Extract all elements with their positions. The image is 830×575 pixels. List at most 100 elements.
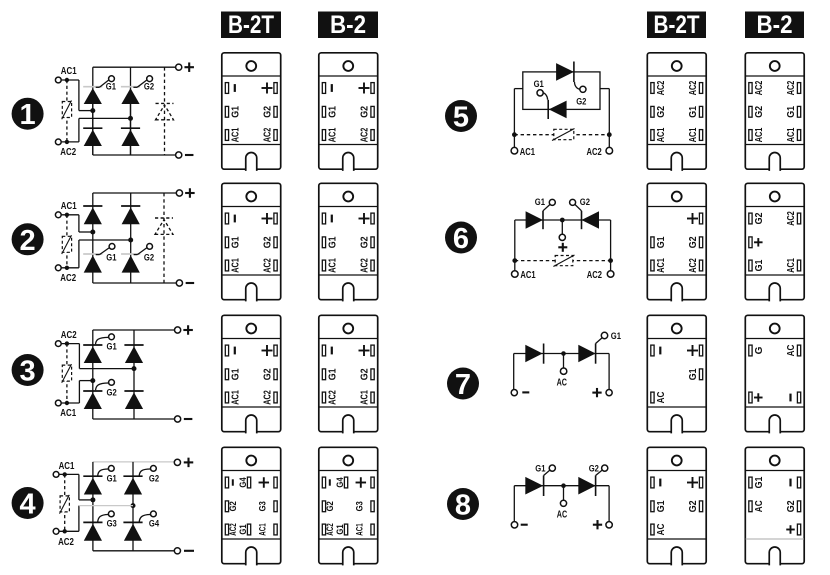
svg-text:4: 4	[20, 489, 36, 521]
svg-text:G2: G2	[688, 236, 699, 248]
svg-text:AC1: AC1	[656, 127, 667, 142]
svg-text:AC1: AC1	[520, 147, 536, 158]
svg-text:G2: G2	[589, 463, 599, 474]
svg-text:AC1: AC1	[355, 523, 365, 535]
svg-text:AC: AC	[557, 377, 567, 388]
svg-text:AC2: AC2	[263, 127, 274, 142]
svg-text:AC: AC	[656, 392, 667, 404]
svg-text:G3: G3	[107, 519, 117, 530]
svg-text:G1: G1	[534, 79, 545, 90]
svg-text:AC2: AC2	[263, 258, 274, 273]
svg-text:AC: AC	[656, 524, 667, 536]
svg-text:2: 2	[20, 225, 36, 257]
svg-text:AC1: AC1	[327, 258, 338, 273]
svg-text:AC1: AC1	[360, 390, 371, 405]
svg-text:G2: G2	[228, 501, 238, 511]
svg-text:AC2: AC2	[786, 211, 797, 226]
svg-text:AC1: AC1	[786, 127, 797, 142]
svg-text:6: 6	[453, 223, 469, 255]
svg-text:AC1: AC1	[61, 66, 77, 77]
svg-text:G1: G1	[611, 331, 622, 342]
svg-text:G2: G2	[144, 82, 154, 93]
svg-text:G2: G2	[325, 501, 335, 511]
svg-text:AC1: AC1	[230, 258, 241, 273]
svg-text:G1: G1	[327, 106, 338, 118]
svg-text:G2: G2	[786, 500, 797, 512]
svg-text:AC2: AC2	[786, 80, 797, 95]
svg-text:G1: G1	[688, 106, 699, 118]
svg-text:G2: G2	[360, 106, 371, 118]
svg-text:AC1: AC1	[754, 127, 765, 142]
svg-text:G4: G4	[149, 519, 160, 530]
svg-text:AC1: AC1	[59, 461, 75, 472]
svg-text:AC2: AC2	[60, 147, 76, 158]
svg-text:G4: G4	[335, 477, 345, 487]
svg-text:AC: AC	[786, 345, 797, 357]
svg-text:G2: G2	[107, 387, 117, 398]
svg-text:G3: G3	[355, 501, 365, 511]
svg-text:AC1: AC1	[688, 127, 699, 142]
svg-text:AC2: AC2	[58, 537, 74, 548]
svg-text:AC1: AC1	[258, 523, 268, 535]
svg-text:AC2: AC2	[327, 390, 338, 405]
svg-text:AC: AC	[557, 510, 567, 521]
svg-text:G4: G4	[238, 477, 248, 487]
svg-text:AC2: AC2	[360, 127, 371, 142]
svg-text:G2: G2	[144, 252, 154, 263]
svg-text:AC2: AC2	[587, 270, 603, 281]
svg-text:AC2: AC2	[228, 523, 238, 535]
svg-text:G1: G1	[107, 473, 118, 484]
svg-text:7: 7	[455, 369, 471, 401]
svg-text:AC2: AC2	[60, 273, 76, 284]
svg-text:G1: G1	[535, 463, 546, 474]
svg-text:G1: G1	[335, 524, 345, 534]
svg-text:G2: G2	[360, 368, 371, 380]
svg-text:AC2: AC2	[587, 147, 603, 158]
svg-text:G2: G2	[263, 106, 274, 118]
svg-text:G2: G2	[263, 236, 274, 248]
svg-text:G2: G2	[576, 97, 586, 108]
svg-text:AC1: AC1	[656, 258, 667, 273]
svg-text:G: G	[754, 346, 765, 354]
svg-text:AC2: AC2	[360, 258, 371, 273]
svg-text:G1: G1	[656, 236, 667, 248]
svg-text:AC2: AC2	[688, 258, 699, 273]
svg-text:1: 1	[20, 99, 36, 131]
svg-text:G1: G1	[230, 236, 241, 248]
svg-text:B-2: B-2	[330, 11, 366, 39]
svg-text:G1: G1	[754, 259, 765, 271]
svg-text:AC1: AC1	[786, 258, 797, 273]
svg-text:G2: G2	[580, 197, 590, 208]
svg-text:AC: AC	[754, 500, 765, 512]
svg-text:G2: G2	[263, 368, 274, 380]
svg-text:AC2: AC2	[325, 523, 335, 535]
svg-text:G2: G2	[754, 212, 765, 224]
svg-text:G2: G2	[656, 106, 667, 118]
svg-text:G1: G1	[230, 368, 241, 380]
svg-text:AC1: AC1	[61, 201, 77, 212]
svg-text:G2: G2	[688, 500, 699, 512]
svg-text:AC1: AC1	[327, 127, 338, 142]
svg-text:B-2T: B-2T	[228, 11, 274, 39]
svg-text:B-2T: B-2T	[654, 11, 700, 39]
svg-text:G1: G1	[106, 82, 117, 93]
svg-text:AC1: AC1	[230, 390, 241, 405]
svg-text:G1: G1	[230, 106, 241, 118]
svg-text:AC2: AC2	[61, 330, 77, 341]
svg-text:G1: G1	[786, 106, 797, 118]
svg-text:B-2: B-2	[757, 11, 793, 39]
svg-text:G2: G2	[360, 236, 371, 248]
svg-text:5: 5	[453, 102, 469, 134]
svg-text:G1: G1	[688, 368, 699, 380]
svg-text:G1: G1	[327, 368, 338, 380]
svg-text:G1: G1	[535, 197, 546, 208]
svg-text:G1: G1	[754, 476, 765, 488]
svg-text:AC1: AC1	[60, 408, 76, 419]
svg-text:AC1: AC1	[520, 270, 536, 281]
svg-text:G3: G3	[258, 501, 268, 511]
svg-text:G1: G1	[238, 524, 248, 534]
svg-text:8: 8	[455, 490, 471, 522]
svg-text:AC2: AC2	[688, 80, 699, 95]
svg-text:G2: G2	[149, 473, 159, 484]
svg-text:G1: G1	[656, 500, 667, 512]
